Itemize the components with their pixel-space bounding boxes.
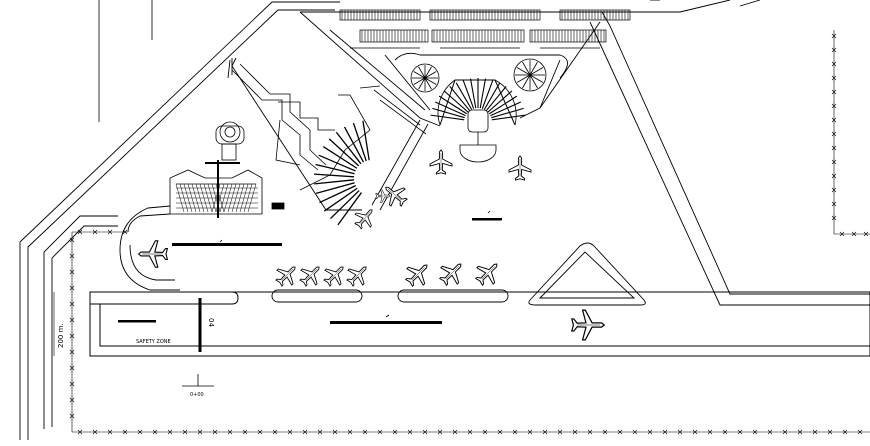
gate-ray [424,66,432,79]
apron-edge [227,57,429,211]
gate-ray [432,107,465,119]
taxiway-loop [119,205,180,291]
gate-ray [491,107,524,119]
gate-ray [314,173,355,178]
gate-ray [315,163,355,175]
terminal-gates [412,60,545,121]
gate-ray [516,67,531,76]
gate-ray [424,77,432,90]
pier-gates [314,120,370,226]
gate-ray [328,138,360,167]
gate-ray [413,71,426,79]
parking-area [339,9,631,49]
dimension-label: 200 m. [57,323,65,348]
gate-ray [487,90,513,113]
gate-ray [337,192,362,226]
gate-ray [330,190,360,220]
gate-ray [413,77,426,85]
gate-ray [491,114,526,121]
hall-grid [175,183,258,213]
landside-road [300,0,870,306]
terminal-main [410,58,547,163]
airplane-icon [138,240,168,268]
gate-ray [462,79,475,109]
gate-ray [424,71,437,79]
gate-ray [362,120,370,161]
airplane-icon [319,259,351,291]
control-tower [205,121,245,218]
runway-number: 04 [207,318,215,327]
site-boundary [19,1,340,440]
gate-ray [479,78,487,109]
gate-ray [516,74,531,83]
gate-ray [343,126,365,163]
gate-ray [522,61,531,76]
remote-stands [271,242,646,306]
gate-ray [489,95,518,115]
gate-ray [490,101,521,117]
gate-ray [323,187,358,212]
gate-ray [529,61,538,76]
gate-ray [418,77,426,90]
terminal-hall [169,169,263,215]
airplane-icon [571,309,605,341]
terminal-forecourt [299,11,601,127]
gate-ray [485,86,507,112]
gate-ray [430,114,465,121]
airplane-icon [271,259,303,291]
gate-ray [352,122,367,162]
gate-ray [529,74,538,89]
gate-ray [424,77,437,85]
airplane-icon [508,155,532,181]
gate-ray [318,154,356,172]
airplane-icon [400,256,436,292]
reference-lines [98,0,153,122]
apron-markings [118,210,502,324]
gate-ray [418,66,426,79]
parking-stalls [341,10,629,42]
chainage-label: 0+00 [190,392,204,398]
gate-ray [529,67,544,76]
airplane-icon [350,202,380,234]
gate-ray [315,182,355,195]
gate-ray [435,101,466,117]
runway [89,291,870,357]
gate-ray [481,79,494,109]
gate-ray [319,185,356,204]
gate-ray [522,74,531,89]
airplane-icon [342,259,374,291]
gate-ray [483,82,501,110]
gate-ray [529,74,544,83]
airplane-icon [295,259,327,291]
airplane-icon [429,149,453,175]
gate-ray [455,82,473,110]
chainage-marker [182,374,214,387]
gate-ray [443,90,469,113]
gate-ray [449,86,471,112]
airplane-icon [434,255,470,291]
gate-ray [314,179,355,185]
gate-ray [438,95,467,115]
gate-ray [335,131,362,165]
airplane-icon [470,255,506,291]
gate-ray [322,146,358,169]
perimeter-fence [71,30,870,433]
safety-zone-label: SAFETY ZONE [136,339,171,345]
gate-ray [469,78,477,109]
terminal-pier [231,63,427,210]
